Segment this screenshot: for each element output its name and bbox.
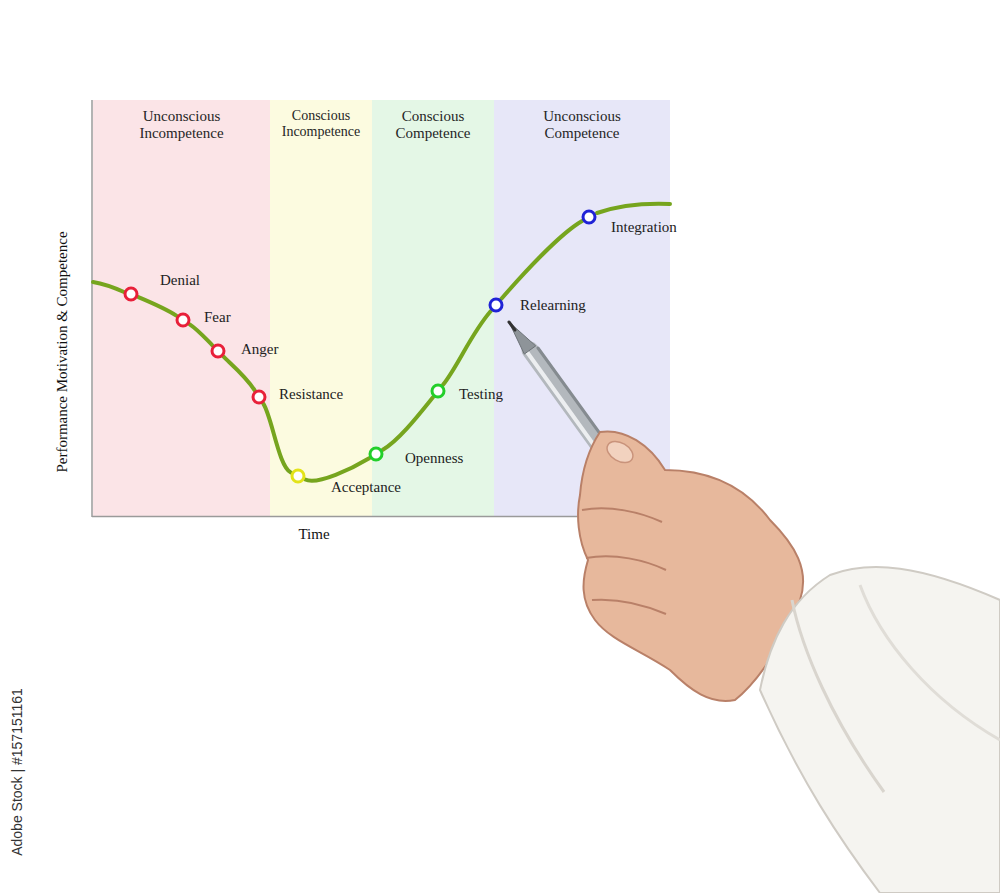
marker-shape: [250, 388, 268, 406]
marker-ring: [490, 299, 502, 311]
curve-segment: [224, 357, 255, 391]
stage-band: Conscious CompetenceOpenness Testing: [372, 100, 494, 516]
stage-marker: Denial: [122, 285, 140, 303]
stage-marker: Testing: [429, 382, 447, 400]
curve-segment: [501, 221, 582, 299]
stage-label: Openness: [405, 450, 463, 467]
marker-ring: [432, 385, 444, 397]
marker-ring: [292, 470, 304, 482]
marker-shape: [289, 467, 307, 485]
marker-shape: [487, 296, 505, 314]
curve-segment: [190, 324, 213, 345]
stage-band: Unconscious IncompetenceDenialFearAngerR…: [93, 100, 270, 516]
finger-line: [582, 508, 662, 522]
pen-cone: [509, 322, 536, 354]
pen-tip: [509, 322, 515, 330]
marker-ring: [583, 211, 595, 223]
stage-marker: Integration: [580, 208, 598, 226]
finger-line: [586, 556, 666, 570]
stage-label: Relearning: [520, 297, 586, 314]
axis-title: Performance Motivation & Competence: [54, 231, 71, 472]
stage-label: Anger: [241, 341, 279, 358]
stage-label: Integration: [611, 219, 677, 236]
stage-marker: Relearning: [487, 296, 505, 314]
band-heading: Conscious Incompetence: [271, 108, 371, 140]
marker-shape: [580, 208, 598, 226]
stage-label: Fear: [204, 309, 231, 326]
sleeve-fold: [860, 585, 1000, 740]
shirt-sleeve: [760, 567, 1000, 893]
band-heading: Unconscious Incompetence: [120, 108, 244, 143]
curve-lead: [93, 282, 124, 292]
band-heading: Conscious Competence: [377, 108, 489, 143]
marker-shape: [174, 311, 192, 329]
stage-label: Resistance: [279, 386, 343, 403]
marker-ring: [177, 314, 189, 326]
stage-marker: Acceptance: [289, 467, 307, 485]
x-axis: [92, 516, 600, 518]
stage-marker: Openness: [367, 445, 385, 463]
y-axis: [91, 100, 93, 517]
marker-ring: [125, 288, 137, 300]
curve-segment: [263, 404, 291, 473]
marker-shape: [209, 342, 227, 360]
marker-shape: [429, 382, 447, 400]
marker-ring: [253, 391, 265, 403]
marker-shape: [122, 285, 140, 303]
curve-segment: [443, 311, 491, 385]
stage-band: Conscious IncompetenceAcceptance: [270, 100, 372, 516]
curve-segment: [383, 397, 433, 450]
stage-label: Acceptance: [331, 479, 401, 496]
finger-line: [592, 600, 666, 614]
watermark: Adobe Stock | #157151161: [10, 688, 25, 856]
axis-title: Time: [298, 526, 329, 543]
thumb-nail: [603, 437, 636, 467]
stage-marker: Anger: [209, 342, 227, 360]
curve-segment: [138, 297, 176, 316]
curve-tail: [597, 204, 670, 213]
stage-label: Testing: [459, 386, 503, 403]
curve-segment: [305, 458, 369, 481]
stage-marker: Resistance: [250, 388, 268, 406]
sleeve-fold: [792, 600, 884, 792]
stage-label: Denial: [160, 272, 200, 289]
marker-ring: [212, 345, 224, 357]
stage-marker: Fear: [174, 311, 192, 329]
marker-ring: [370, 448, 382, 460]
band-heading: Unconscious Competence: [520, 108, 644, 143]
marker-shape: [367, 445, 385, 463]
